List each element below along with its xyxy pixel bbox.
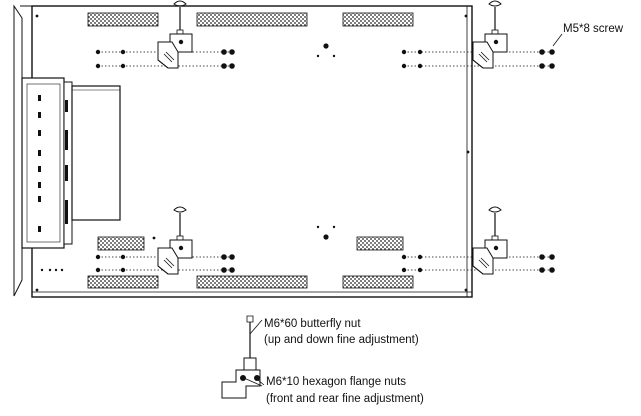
vent-bottom-left xyxy=(87,275,159,289)
vent-top-right xyxy=(342,12,414,27)
screw-label: M5*8 screw xyxy=(563,23,624,35)
vent-mid-right xyxy=(356,236,404,251)
vent-bottom-center xyxy=(196,275,308,289)
bracket-detail xyxy=(221,315,265,399)
vent-top-left xyxy=(87,12,159,27)
bracket-top-right xyxy=(472,0,508,69)
vent-top-center xyxy=(196,12,308,27)
butterfly-nut-label: M6*60 butterfly nut xyxy=(264,318,361,330)
flange-nuts-note: (front and rear fine adjustment) xyxy=(266,393,424,405)
control-module xyxy=(21,77,121,249)
butterfly-nut-note: (up and down fine adjustment) xyxy=(264,334,419,346)
vent-mid-left xyxy=(97,236,145,251)
vent-bottom-right xyxy=(342,275,414,289)
flange-nuts-label: M6*10 hexagon flange nuts xyxy=(266,376,407,388)
bracket-bottom-right xyxy=(472,206,508,275)
